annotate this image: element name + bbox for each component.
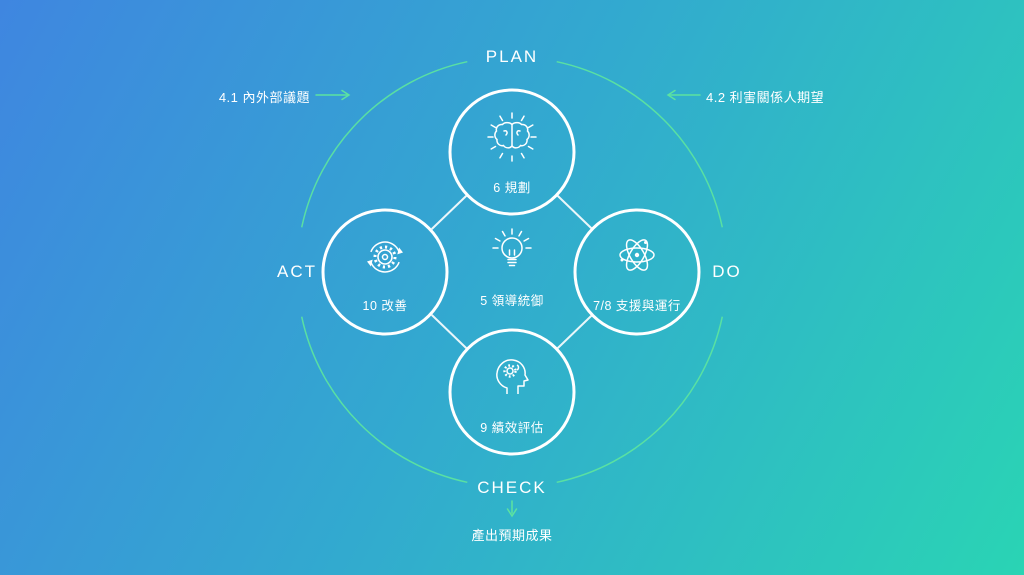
arrow-down-results	[506, 500, 518, 518]
cycle-arc-top-right	[556, 60, 724, 228]
connector-check-act	[431, 314, 468, 350]
cycle-arc-bottom-right	[556, 316, 724, 484]
act-label: ACT	[277, 262, 317, 281]
brain-idea-icon	[487, 112, 537, 162]
plan-node-circle	[448, 88, 576, 216]
atom-icon	[619, 239, 655, 271]
cycle-arc-bottom-left	[300, 316, 468, 484]
do-node-circle	[573, 208, 701, 336]
act-node-label: 10 改善	[362, 299, 408, 313]
gear-refresh-icon	[367, 241, 403, 273]
annotation-expected-results: 產出預期成果	[471, 528, 553, 543]
check-node-circle	[448, 328, 576, 456]
plan-node-label: 6 規劃	[493, 181, 531, 195]
leadership-node-label: 5 領導統御	[480, 294, 544, 308]
annotation-internal-external-issues: 4.1 內外部議題	[218, 90, 310, 105]
plan-label: PLAN	[485, 47, 539, 66]
connector-act-plan	[431, 194, 468, 230]
node-circles	[321, 88, 701, 456]
connector-lines	[431, 194, 593, 350]
arrow-right-stakeholders	[666, 89, 701, 101]
connector-do-check	[556, 314, 593, 350]
connector-plan-do	[556, 194, 593, 230]
annotation-stakeholder-expectations: 4.2 利害關係人期望	[706, 90, 825, 105]
cycle-arc-top-left	[300, 60, 468, 228]
do-node-label: 7/8 支援與運行	[593, 299, 681, 313]
check-node-label: 9 績效評估	[480, 421, 544, 435]
head-gear-icon	[496, 359, 529, 394]
do-label: DO	[712, 262, 742, 281]
lightbulb-icon	[492, 228, 532, 267]
arrow-left-context	[315, 89, 351, 101]
act-node-circle	[321, 208, 449, 336]
cycle-ring	[300, 60, 724, 484]
check-label: CHECK	[477, 478, 547, 497]
annotation-arrows	[315, 89, 701, 518]
